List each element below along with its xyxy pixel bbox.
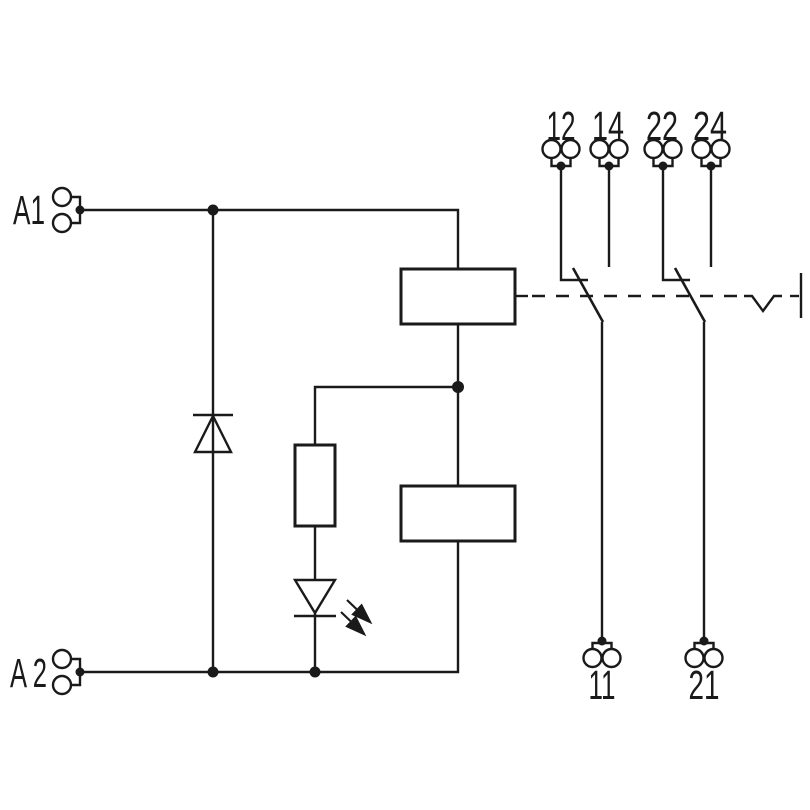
changeover-contact-2: 22 24 21 [643,103,731,708]
terminal-21-label: 21 [689,662,720,708]
terminal-14: 14 [589,103,629,171]
junction-node [309,666,321,678]
terminal-21-bracket [693,641,715,649]
mechanical-linkage [515,273,803,318]
terminal-a2-clamp-icon [51,674,73,696]
suppressor-diode-branch [193,204,233,678]
resistor-icon [293,443,337,528]
terminal-14-clamp-icon [589,138,610,160]
terminal-a1-label: A1 [13,187,45,233]
terminal-22-clamp-icon [662,138,683,160]
terminal-21-clamp-icon [703,647,724,669]
changeover-contact-1: 12 14 11 [541,103,629,708]
terminal-12-clamp-icon [560,138,581,160]
terminal-11-bracket [591,641,613,649]
terminal-22-clamp-icon [643,138,664,160]
terminal-a1-clamp-icon [51,212,73,234]
terminal-24-clamp-icon [691,138,712,160]
diode-icon [193,413,233,454]
relay-coil-box [399,267,517,326]
contact-lever-icon [571,267,605,323]
terminal-24: 24 [691,103,731,171]
terminal-12-clamp-icon [541,138,562,160]
junction-node [207,204,219,216]
contact-lever-icon [673,267,707,323]
terminal-11-label: 11 [589,662,616,708]
terminal-12: 12 [541,103,581,171]
terminal-a2: A 2 [10,648,85,696]
junction-node [207,666,219,678]
terminal-a1-clamp-icon [51,186,73,208]
a1-supply-wire [80,208,460,269]
terminal-22: 22 [643,103,683,171]
a2-return-wire [80,541,460,674]
relay-drive-box [399,484,517,543]
indicator-branch-wire [313,385,458,445]
led-diode-icon [292,578,338,616]
nc-contact-22-wire [661,166,690,282]
terminal-a1: A1 [13,186,85,234]
terminal-11: 11 [582,636,622,708]
terminal-24-clamp-icon [710,138,731,160]
led-emission-arrows-icon [340,599,373,637]
nc-contact-12-wire [559,166,588,282]
linkage-notch-icon [744,294,782,314]
terminal-11-clamp-icon [601,647,622,669]
led-indicator-branch [292,385,458,678]
terminal-21: 21 [684,636,724,708]
terminal-14-clamp-icon [608,138,629,160]
terminal-a2-clamp-icon [51,648,73,670]
terminal-a2-label: A 2 [10,650,47,696]
